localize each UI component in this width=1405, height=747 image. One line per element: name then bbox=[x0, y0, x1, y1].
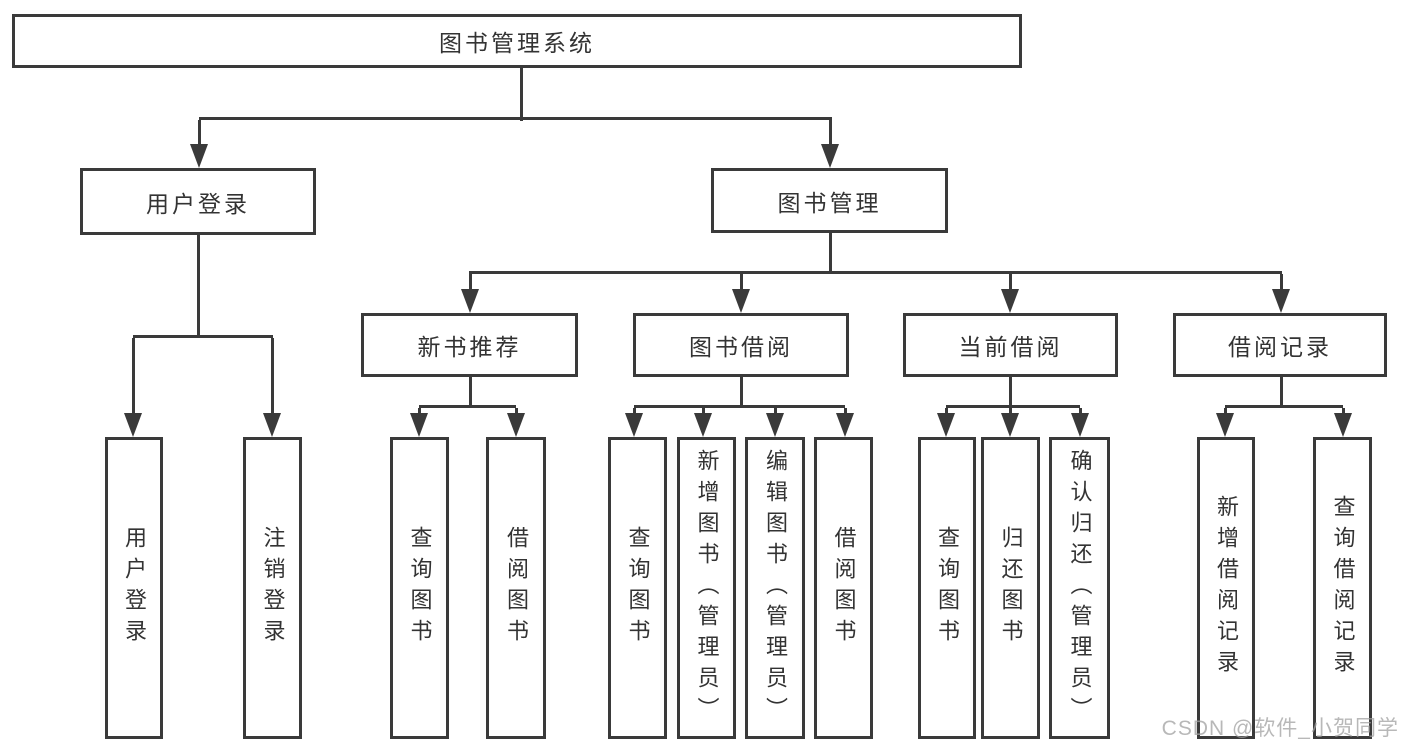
node-new-book-recommend: 新书推荐 bbox=[361, 313, 578, 377]
arrow-stem bbox=[1078, 408, 1082, 415]
node-leaf-user-login: 用户登录 bbox=[105, 437, 163, 739]
arrowhead-down-icon bbox=[1001, 289, 1019, 313]
arrowhead-down-icon bbox=[732, 289, 750, 313]
arrow-stem bbox=[944, 408, 948, 415]
node-borrowing-records: 借阅记录 bbox=[1173, 313, 1387, 377]
node-book-borrowing-label: 图书借阅 bbox=[689, 334, 793, 360]
leaf-return-books-label: 归还图书 bbox=[998, 526, 1024, 650]
arrowhead-down-icon bbox=[1071, 413, 1089, 437]
arrowhead-down-icon bbox=[766, 413, 784, 437]
node-root: 图书管理系统 bbox=[12, 14, 1022, 68]
connector-line bbox=[468, 377, 472, 408]
connector-line bbox=[946, 404, 1080, 408]
arrow-stem bbox=[1341, 408, 1345, 415]
node-leaf-borrow-books-borrowing: 借阅图书 bbox=[814, 437, 873, 739]
connector-line bbox=[1279, 377, 1283, 408]
arrow-stem bbox=[1223, 408, 1227, 415]
leaf-confirm-return-admin-label: 确认归还（管理员） bbox=[1067, 448, 1093, 728]
arrow-stem bbox=[773, 408, 777, 415]
arrowhead-down-icon bbox=[190, 144, 208, 168]
arrow-stem bbox=[1008, 408, 1012, 415]
arrowhead-down-icon bbox=[410, 413, 428, 437]
node-borrowing-records-label: 借阅记录 bbox=[1228, 334, 1332, 360]
leaf-borrow-books-borrowing-label: 借阅图书 bbox=[831, 526, 857, 650]
node-leaf-query-borrow-record: 查询借阅记录 bbox=[1313, 437, 1372, 739]
arrow-stem bbox=[843, 408, 847, 415]
node-book-management-branch: 图书管理 bbox=[711, 168, 948, 233]
arrowhead-down-icon bbox=[124, 413, 142, 437]
connector-line bbox=[133, 334, 273, 338]
connector-line bbox=[196, 235, 200, 338]
leaf-query-books-borrowing-label: 查询图书 bbox=[625, 526, 651, 650]
leaf-logout-label: 注销登录 bbox=[260, 526, 286, 650]
leaf-query-books-current-label: 查询图书 bbox=[935, 526, 960, 650]
leaf-query-books-recommend-label: 查询图书 bbox=[407, 526, 433, 650]
leaf-user-login-label: 用户登录 bbox=[122, 526, 147, 650]
node-leaf-query-books-recommend: 查询图书 bbox=[390, 437, 449, 739]
connector-line bbox=[1008, 377, 1012, 408]
connector-line bbox=[469, 270, 1282, 274]
arrowhead-down-icon bbox=[263, 413, 281, 437]
leaf-add-books-admin-label: 新增图书（管理员） bbox=[694, 448, 720, 728]
node-leaf-query-books-current: 查询图书 bbox=[918, 437, 976, 739]
connector-line bbox=[634, 404, 845, 408]
arrowhead-down-icon bbox=[937, 413, 955, 437]
arrow-stem bbox=[739, 274, 743, 291]
arrowhead-down-icon bbox=[836, 413, 854, 437]
arrow-stem bbox=[417, 408, 421, 415]
node-leaf-add-books-admin: 新增图书（管理员） bbox=[677, 437, 736, 739]
arrow-stem bbox=[197, 120, 201, 146]
node-leaf-confirm-return-admin: 确认归还（管理员） bbox=[1049, 437, 1110, 739]
node-current-borrowing: 当前借阅 bbox=[903, 313, 1118, 377]
arrow-stem bbox=[131, 338, 135, 415]
leaf-query-borrow-record-label: 查询借阅记录 bbox=[1330, 495, 1356, 681]
node-leaf-return-books: 归还图书 bbox=[981, 437, 1040, 739]
arrow-stem bbox=[828, 120, 832, 146]
node-root-label: 图书管理系统 bbox=[439, 30, 595, 56]
node-leaf-query-books-borrowing: 查询图书 bbox=[608, 437, 667, 739]
leaf-add-borrow-record-label: 新增借阅记录 bbox=[1214, 495, 1239, 681]
arrowhead-down-icon bbox=[461, 289, 479, 313]
arrowhead-down-icon bbox=[1334, 413, 1352, 437]
watermark-text: CSDN @软件_小贺同学 bbox=[1161, 717, 1399, 740]
node-book-borrowing: 图书借阅 bbox=[633, 313, 849, 377]
connector-line bbox=[419, 404, 516, 408]
node-current-borrowing-label: 当前借阅 bbox=[958, 334, 1063, 360]
node-leaf-edit-books-admin: 编辑图书（管理员） bbox=[745, 437, 805, 739]
leaf-borrow-books-recommend-label: 借阅图书 bbox=[504, 526, 529, 650]
arrowhead-down-icon bbox=[821, 144, 839, 168]
arrowhead-down-icon bbox=[1216, 413, 1234, 437]
node-user-login-branch: 用户登录 bbox=[80, 168, 316, 235]
connector-line bbox=[828, 233, 832, 274]
node-new-book-recommend-label: 新书推荐 bbox=[417, 334, 522, 360]
arrowhead-down-icon bbox=[1272, 289, 1290, 313]
leaf-edit-books-admin-label: 编辑图书（管理员） bbox=[763, 448, 788, 728]
connector-line bbox=[1225, 404, 1343, 408]
arrow-stem bbox=[468, 274, 472, 291]
node-leaf-logout: 注销登录 bbox=[243, 437, 302, 739]
connector-line bbox=[519, 68, 523, 121]
node-leaf-borrow-books-recommend: 借阅图书 bbox=[486, 437, 546, 739]
node-user-login-branch-label: 用户登录 bbox=[146, 190, 250, 217]
connector-line bbox=[199, 116, 832, 120]
arrow-stem bbox=[1008, 274, 1012, 291]
arrowhead-down-icon bbox=[1001, 413, 1019, 437]
connector-line bbox=[739, 377, 743, 408]
node-leaf-add-borrow-record: 新增借阅记录 bbox=[1197, 437, 1255, 739]
arrowhead-down-icon bbox=[507, 413, 525, 437]
arrow-stem bbox=[270, 338, 274, 415]
arrow-stem bbox=[632, 408, 636, 415]
arrow-stem bbox=[701, 408, 705, 415]
node-book-management-branch-label: 图书管理 bbox=[777, 189, 882, 216]
arrowhead-down-icon bbox=[625, 413, 643, 437]
arrowhead-down-icon bbox=[694, 413, 712, 437]
arrow-stem bbox=[514, 408, 518, 415]
arrow-stem bbox=[1279, 274, 1283, 291]
